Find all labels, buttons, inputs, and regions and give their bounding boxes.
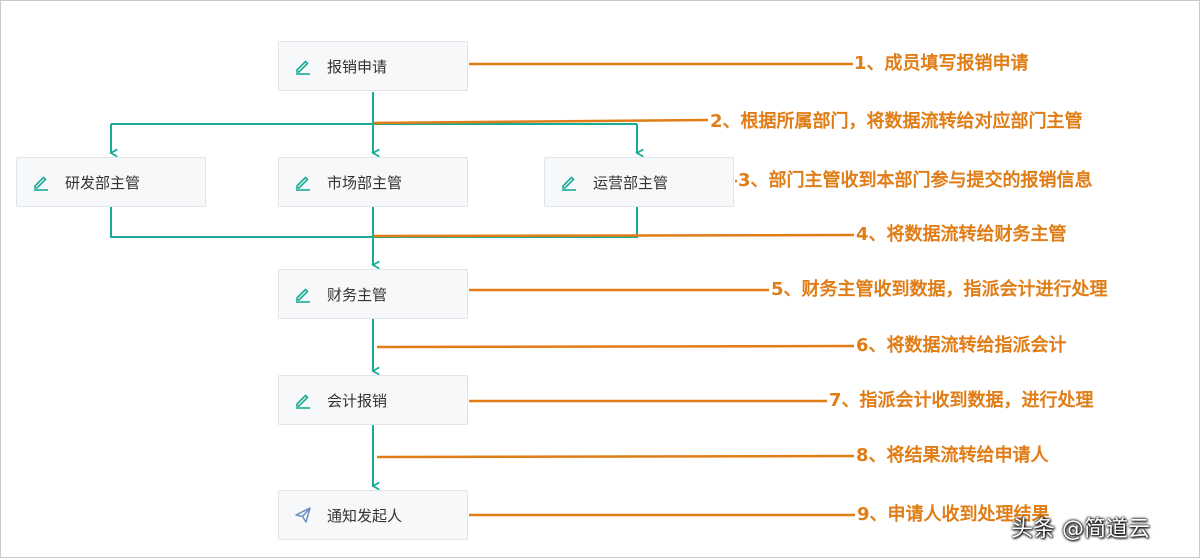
annotation-step-9: 9、申请人收到处理结果 — [857, 504, 1050, 525]
node-label: 会计报销 — [327, 391, 388, 410]
annotation-step-6: 6、将数据流转给指派会计 — [856, 335, 1067, 356]
node-finance-manager[interactable]: 财务主管 — [278, 269, 468, 319]
node-ops-manager[interactable]: 运营部主管 — [544, 157, 734, 207]
pencil-icon — [294, 57, 312, 75]
pencil-icon — [560, 173, 578, 191]
node-rd-manager[interactable]: 研发部主管 — [16, 157, 206, 207]
annotation-step-1: 1、成员填写报销申请 — [854, 53, 1029, 74]
node-label: 财务主管 — [327, 285, 388, 304]
pencil-icon — [32, 173, 50, 191]
node-expense-application[interactable]: 报销申请 — [278, 41, 468, 91]
annotation-step-5: 5、财务主管收到数据，指派会计进行处理 — [771, 279, 1108, 300]
node-label: 运营部主管 — [593, 173, 669, 192]
pencil-icon — [294, 285, 312, 303]
annotation-leader — [376, 344, 855, 349]
paper-plane-icon — [294, 506, 312, 524]
pencil-icon — [294, 391, 312, 409]
node-label: 通知发起人 — [327, 506, 403, 525]
node-label: 市场部主管 — [327, 173, 403, 192]
annotation-step-4: 4、将数据流转给财务主管 — [856, 224, 1067, 245]
node-notify-initiator[interactable]: 通知发起人 — [278, 490, 468, 540]
node-accounting-reimbursement[interactable]: 会计报销 — [278, 375, 468, 425]
annotation-leader — [373, 233, 855, 238]
node-market-manager[interactable]: 市场部主管 — [278, 157, 468, 207]
node-label: 报销申请 — [327, 57, 388, 76]
pencil-icon — [294, 173, 312, 191]
annotation-step-3: 3、部门主管收到本部门参与提交的报销信息 — [738, 170, 1093, 191]
annotation-leader — [373, 118, 709, 125]
node-label: 研发部主管 — [65, 173, 141, 192]
annotation-step-2: 2、根据所属部门，将数据流转给对应部门主管 — [710, 111, 1083, 132]
annotation-leader — [376, 454, 855, 459]
annotation-step-8: 8、将结果流转给申请人 — [856, 445, 1049, 466]
annotation-step-7: 7、指派会计收到数据，进行处理 — [829, 390, 1094, 411]
watermark: 头条 @简道云 — [1011, 517, 1150, 542]
